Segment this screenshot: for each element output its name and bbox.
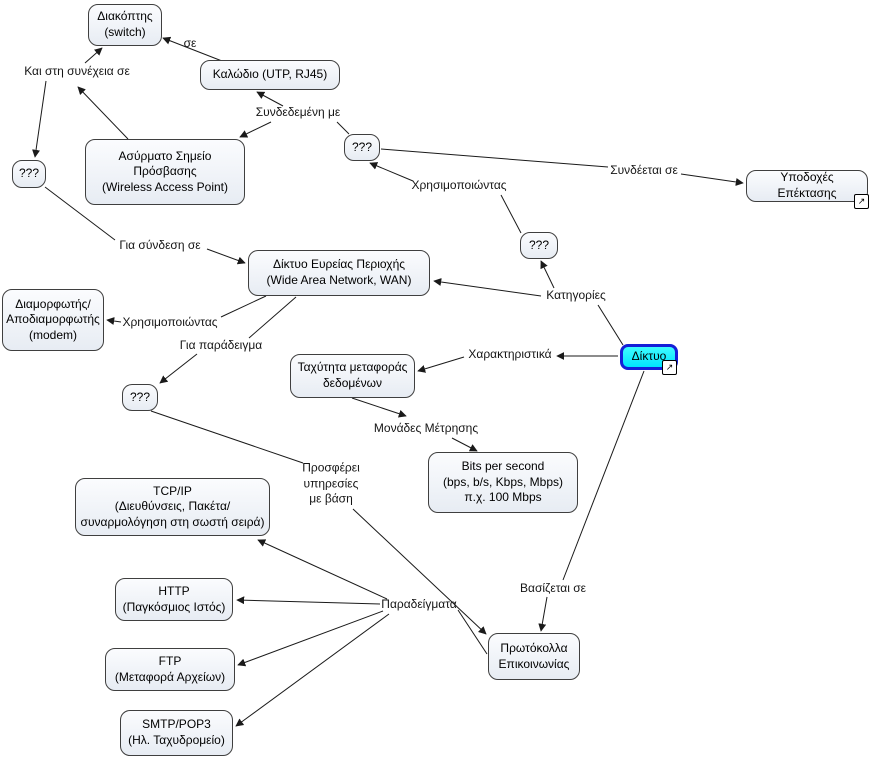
node-unknown-c[interactable]: ??? [520,232,558,259]
phrase-connects-to[interactable]: Συνδέεται σε [610,163,678,178]
edge-wap-to-next [77,86,129,140]
edge-wan-to-example [248,296,297,339]
node-bits-per-second[interactable]: Bits per second (bps, b/s, Kbps, Mbps) π… [428,452,578,513]
edge-examples-to-http [236,596,381,605]
edge-examples-to-smtp [235,613,390,727]
phrase-measurement-units[interactable]: Μονάδες Μέτρησης [373,421,479,436]
phrase-using-left[interactable]: Χρησιμοποιώντας [122,315,218,330]
node-expansion-slots-label: Υποδοχές Επέκτασης [777,170,837,200]
node-protocols[interactable]: Πρωτόκολλα Επικοινωνίας [488,633,580,680]
node-smtp-pop3[interactable]: SMTP/POP3 (Ηλ. Ταχυδρομείο) [120,710,233,756]
edge-cable-to-switch [162,36,223,62]
edge-basedon-to-protocols [538,596,548,632]
node-ftp[interactable]: FTP (Μεταφορά Αρχείων) [105,648,235,691]
phrase-characteristics[interactable]: Χαρακτηριστικά [468,347,552,362]
phrase-se[interactable]: σε [183,36,197,51]
node-expansion-slots[interactable]: Υποδοχές Επέκτασης ↗ [746,170,869,209]
node-modem[interactable]: Διαμορφωτής/ Αποδιαμορφωτής (modem) [2,289,104,351]
node-switch[interactable]: Διακόπτης (switch) [88,4,162,46]
edge-connected-to-wap [239,121,272,138]
edge-forconn-to-wan [206,248,246,265]
node-unknown-a[interactable]: ??? [344,134,380,161]
edge-next-to-switch [84,47,103,64]
phrase-for-connection-to[interactable]: Για σύνδεση σε [119,238,201,253]
edge-unknown-c-to-using [500,194,522,234]
node-wireless-access-point[interactable]: Ασύρματο Σημείο Πρόσβασης (Wireless Acce… [85,139,245,205]
edge-using-to-unknown-a [369,162,414,182]
edge-diktyo-to-categories [597,304,624,346]
phrase-offers-services[interactable]: Προσφέρει υπηρεσίες με βάση [302,460,360,506]
edge-unknown-a-to-connects [380,148,609,168]
phrase-examples[interactable]: Παραδείγματα [381,597,457,612]
node-unknown-d[interactable]: ??? [122,384,158,411]
edge-unknown-b-to-forconn [44,186,116,241]
expand-link-icon[interactable]: ↗ [662,360,677,375]
node-http[interactable]: HTTP (Παγκόσμιος Ιστός) [115,578,233,621]
edge-next-to-unknown-b [32,80,47,158]
edge-features-to-speed [417,356,465,373]
expand-link-icon[interactable]: ↗ [854,194,869,209]
edge-connected-to-cable [256,91,284,107]
node-transfer-speed[interactable]: Ταχύτητα μεταφοράς δεδομένων [290,354,415,398]
edge-diktyo-to-basedon [562,370,645,581]
node-unknown-b[interactable]: ??? [12,160,46,188]
node-network-root-label: Δίκτυο [631,349,667,364]
phrase-based-on[interactable]: Βασίζεται σε [520,581,586,596]
phrase-connected-with[interactable]: Συνδεδεμένη με [255,105,341,120]
node-tcpip[interactable]: TCP/IP (Διευθύνσεις, Πακέτα/ συναρμολόγη… [75,478,270,536]
edge-protocols-to-examples [457,609,488,655]
edge-wan-to-using-left [220,295,267,318]
phrase-for-example[interactable]: Για παράδειγμα [179,338,263,353]
edge-units-to-bits [451,437,478,452]
edge-connects-to-expansion [680,173,744,186]
edge-categories-to-wan [433,278,542,297]
node-cable[interactable]: Καλώδιο (UTP, RJ45) [200,60,340,90]
edge-offers-to-protocols [352,508,487,635]
edge-using-left-to-modem [106,317,122,325]
node-network-root[interactable]: Δίκτυο ↗ [620,344,678,375]
edge-examples-to-tcpip [257,539,388,600]
edge-unknown-d-to-offers [150,410,304,464]
edge-unknown-a-to-connected [336,121,350,135]
phrase-and-then-to[interactable]: Και στη συνέχεια σε [24,64,130,79]
phrase-categories[interactable]: Κατηγορίες [546,288,606,303]
edge-speed-to-units [351,397,407,418]
edge-example-to-unknown-d [159,353,198,384]
phrase-using-top[interactable]: Χρησιμοποιώντας [411,178,507,193]
edge-categories-to-unknown-c [540,260,555,289]
edge-examples-to-ftp [237,610,384,667]
node-wan[interactable]: Δίκτυο Ευρείας Περιοχής (Wide Area Netwo… [248,250,430,296]
